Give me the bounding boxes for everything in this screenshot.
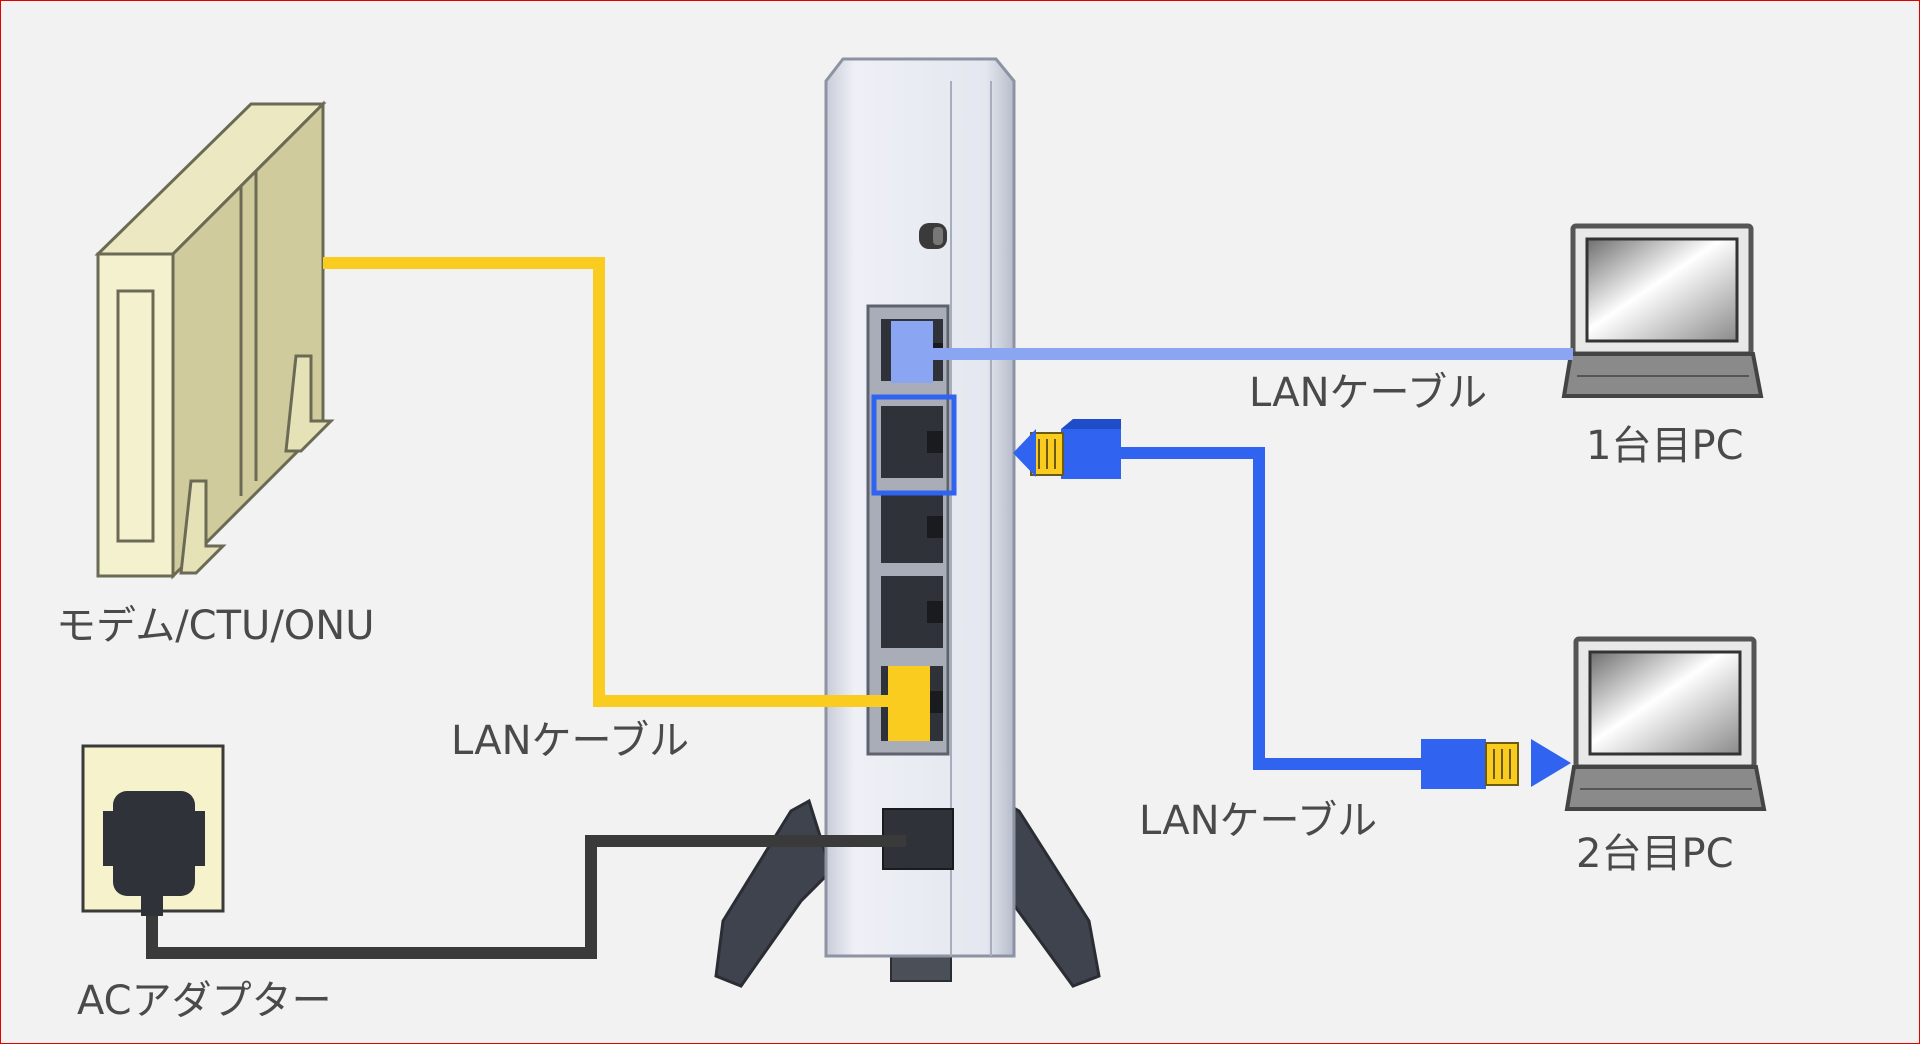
arrow-icon [1531, 739, 1571, 787]
router-port-2 [881, 491, 943, 563]
ac-adapter-plug-icon [103, 791, 205, 916]
lan-connector-icon [1030, 429, 1121, 479]
lan-connector-icon [1421, 739, 1519, 789]
arrow-icon [1013, 429, 1036, 477]
pc1-label: 1台目PC [1586, 423, 1744, 469]
router-port-3 [881, 576, 943, 648]
highlighted-port-frame [871, 394, 957, 496]
laptop-icon [1564, 636, 1767, 811]
pc2-label: 2台目PC [1576, 831, 1734, 877]
lan-cable-router-pc2 [1121, 447, 1431, 770]
lan-cable-label-modem: LANケーブル [451, 718, 690, 764]
lan-cable-label-pc2: LANケーブル [1139, 798, 1378, 844]
lan-cable-modem-router [323, 257, 901, 707]
lan-cable-label-pc1: LANケーブル [1249, 370, 1488, 416]
router-port-1 [881, 406, 943, 478]
lan-connector-icon [888, 666, 930, 741]
lan-connector-icon [891, 321, 933, 383]
laptop-icon [1561, 223, 1764, 398]
modem-label: モデム/CTU/ONU [56, 603, 375, 649]
power-cable [146, 835, 906, 959]
modem-icon [94, 100, 335, 580]
ac-adapter-label: ACアダプター [77, 978, 332, 1024]
